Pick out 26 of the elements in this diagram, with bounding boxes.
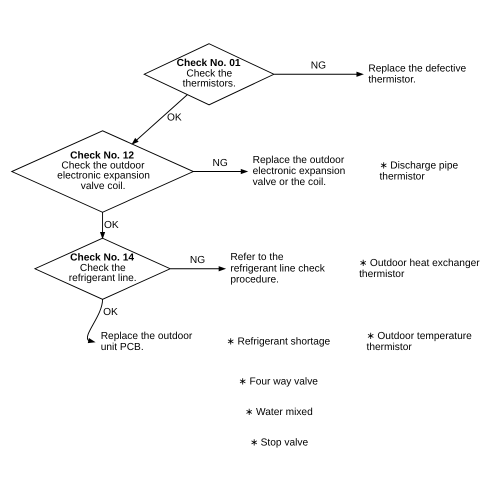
edge-label: OK [104, 219, 119, 230]
node-diamond: Check No. 12 Check the outdoor electronic expansion valve coil. [10, 130, 194, 212]
edge-label: OK [166, 112, 182, 123]
label: ∗ Outdoor temperature thermistor [366, 330, 472, 353]
label: ∗ Water mixed [245, 406, 313, 418]
edge-label: NG [310, 60, 326, 72]
node-text: Replace the outdoor electronic expansion valve or the coil. [252, 154, 346, 188]
edge-label: NG [190, 254, 206, 266]
node-text: Refer to the refrigerant line check procedure. [230, 252, 325, 285]
label: ∗ Refrigerant shortage [226, 336, 330, 348]
label: ∗ Stop valve [250, 436, 308, 448]
arrow [86, 298, 104, 343]
label: ∗ Four way valve [238, 376, 318, 387]
arrow [192, 168, 248, 174]
node-diamond: Check No. 01 Check the thermistors. [143, 42, 275, 105]
node-text: Replace the defective thermistor. [368, 62, 466, 85]
label: ∗ Outdoor heat exchanger thermistor [359, 257, 480, 280]
edge-label: NG [212, 157, 228, 168]
edge-label: OK [103, 306, 118, 318]
label: ∗ Discharge pipe thermistor [379, 160, 458, 182]
arrow [131, 94, 188, 144]
node-diamond: Check No. 14 Check the refrigerant line. [34, 237, 172, 300]
node-text: Replace the outdoor unit PCB. [100, 330, 192, 353]
arrow [170, 266, 226, 271]
arrow [100, 211, 106, 239]
arrow [274, 71, 364, 76]
